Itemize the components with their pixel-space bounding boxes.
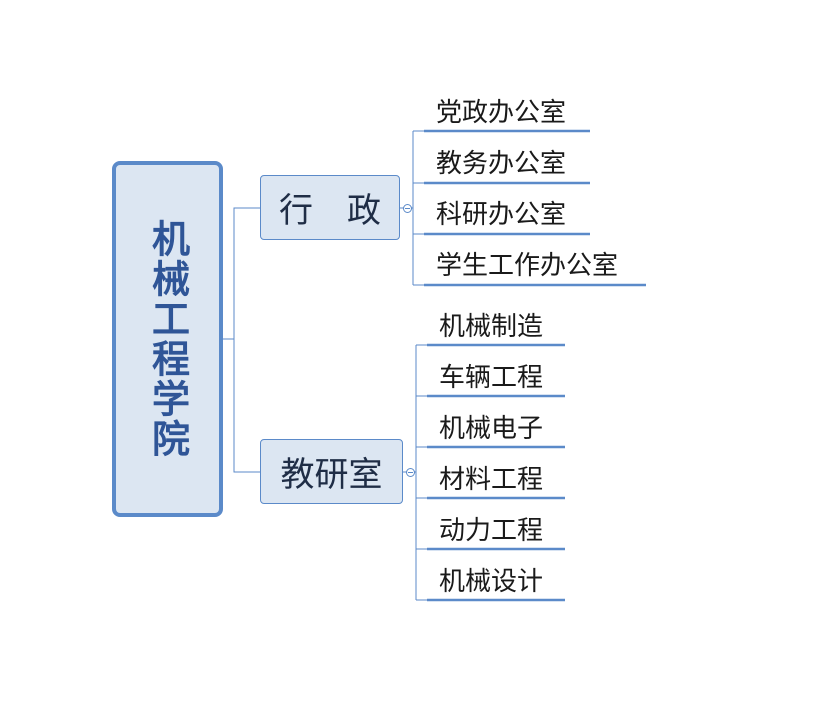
collapse-toggle-teach[interactable] xyxy=(406,468,415,477)
branch-node-teach[interactable]: 教研室 xyxy=(260,439,403,504)
leaf-node[interactable]: 机械设计 xyxy=(439,567,544,597)
leaf-node[interactable]: 机械制造 xyxy=(439,312,544,342)
leaf-node[interactable]: 动力工程 xyxy=(439,516,544,546)
leaf-node[interactable]: 党政办公室 xyxy=(436,98,567,128)
branch-node-admin[interactable]: 行 政 xyxy=(260,175,400,240)
root-node-label: 机械工程学院 xyxy=(145,219,190,459)
collapse-toggle-admin[interactable] xyxy=(403,204,412,213)
connector-root-admin xyxy=(223,207,260,340)
leaf-node[interactable]: 学生工作办公室 xyxy=(436,251,619,281)
leaf-node[interactable]: 材料工程 xyxy=(439,465,544,495)
leaf-node[interactable]: 科研办公室 xyxy=(436,200,567,230)
root-node[interactable]: 机械工程学院 xyxy=(112,161,223,517)
leaf-node[interactable]: 机械电子 xyxy=(439,414,544,444)
leaf-node[interactable]: 教务办公室 xyxy=(436,149,567,179)
branch-label-teach: 教研室 xyxy=(280,455,383,495)
connector-root-teach xyxy=(233,339,260,473)
leaf-node[interactable]: 车辆工程 xyxy=(439,363,544,393)
branch-label-admin: 行 政 xyxy=(279,191,381,231)
